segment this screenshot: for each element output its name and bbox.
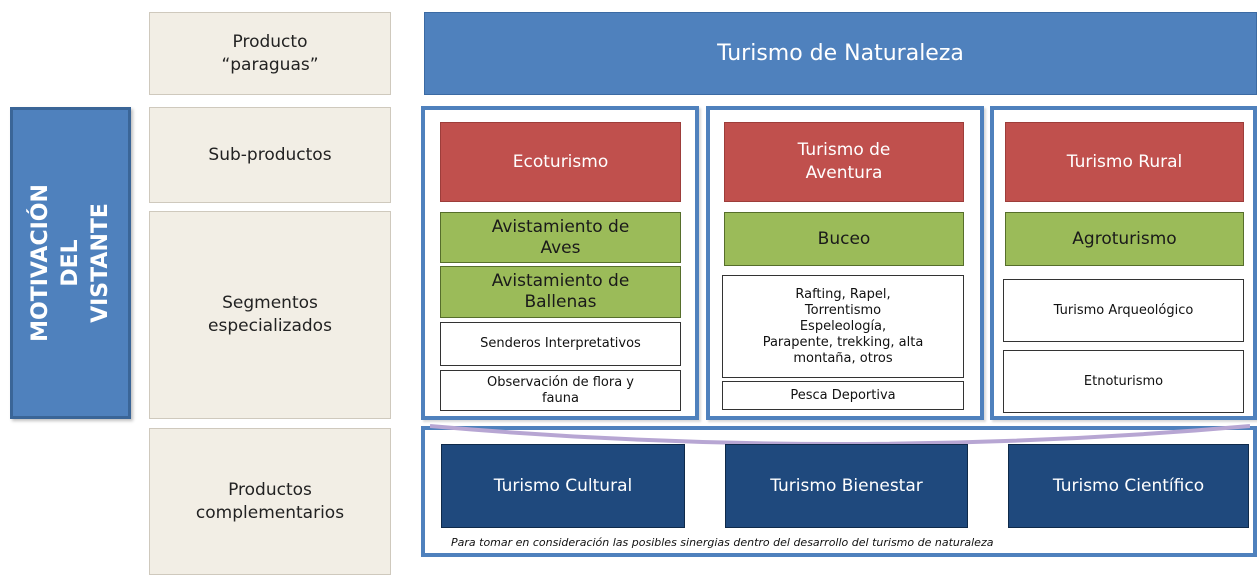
complementary-cientifico: Turismo Científico (1008, 444, 1249, 528)
segment-flora-fauna: Observación de flora y fauna (440, 370, 681, 411)
segment-arqueologico: Turismo Arqueológico (1003, 279, 1244, 342)
segment-agroturismo: Agroturismo (1005, 212, 1244, 266)
row-label-sub-products: Sub-productos (149, 107, 391, 203)
complementary-bienestar: Turismo Bienestar (725, 444, 968, 528)
row-label-umbrella: Producto “paraguas” (149, 12, 391, 95)
segment-avistamiento-aves: Avistamiento de Aves (440, 212, 681, 263)
sub-product-rural: Turismo Rural (1005, 122, 1244, 202)
sub-product-aventura: Turismo de Aventura (724, 122, 964, 202)
segment-aventura-actividades: Rafting, Rapel, Torrentismo Espeleología… (722, 275, 964, 378)
complementary-cultural: Turismo Cultural (441, 444, 685, 528)
segment-avistamiento-ballenas: Avistamiento de Ballenas (440, 266, 681, 318)
umbrella-header: Turismo de Naturaleza (424, 12, 1257, 95)
sub-product-ecoturismo: Ecoturismo (440, 122, 681, 202)
motivation-bar: MOTIVACIÓN DEL VISTANTE (10, 107, 131, 419)
synergy-note: Para tomar en consideración las posibles… (451, 536, 994, 549)
segment-buceo: Buceo (724, 212, 964, 266)
motivation-label: MOTIVACIÓN DEL VISTANTE (27, 184, 113, 342)
segment-pesca-deportiva: Pesca Deportiva (722, 381, 964, 410)
row-label-segments: Segmentos especializados (149, 211, 391, 419)
segment-etnoturismo: Etnoturismo (1003, 350, 1244, 413)
segment-senderos: Senderos Interpretativos (440, 322, 681, 366)
synergy-arc (430, 424, 1250, 446)
row-label-complementary: Productos complementarios (149, 428, 391, 575)
